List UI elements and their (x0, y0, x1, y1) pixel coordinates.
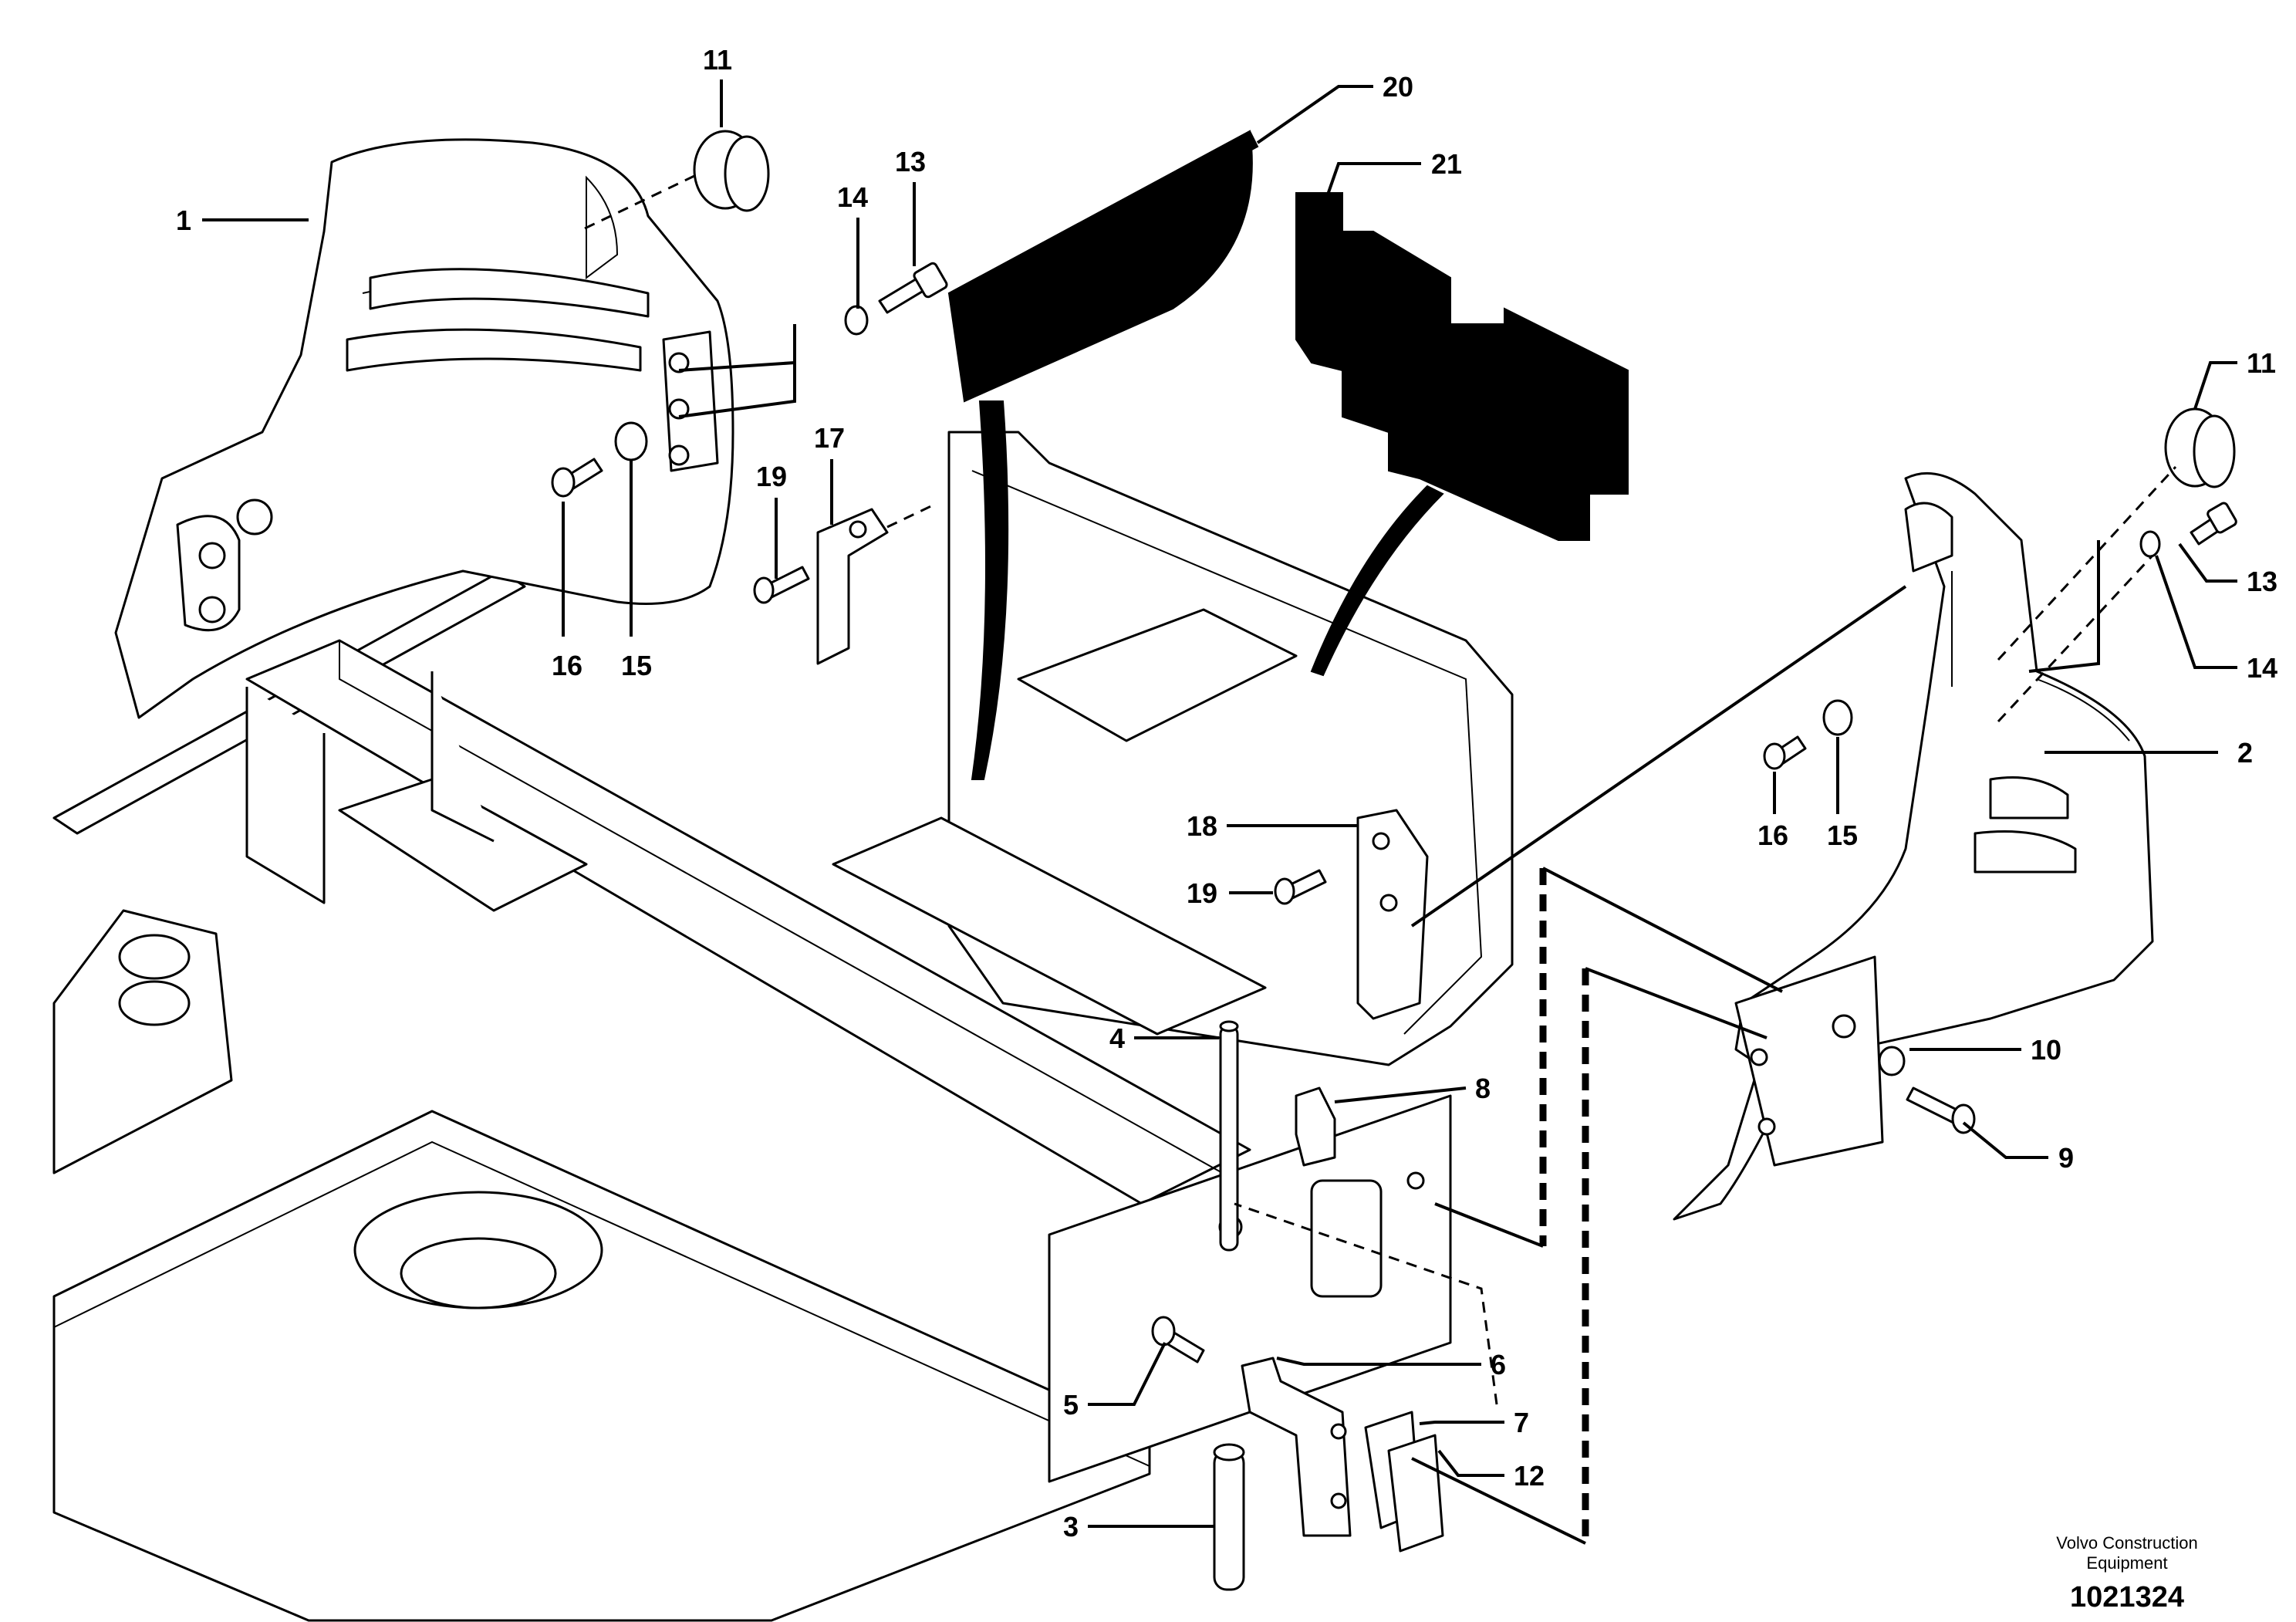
callout-11-left: 11 (703, 44, 732, 76)
callout-14-left: 14 (837, 181, 868, 213)
hardware (551, 130, 2237, 1591)
callout-12: 12 (1514, 1460, 1545, 1492)
credit-line-1: Volvo Construction (2056, 1533, 2197, 1553)
callout-leaders (202, 79, 2237, 1528)
callout-16-right: 16 (1757, 819, 1788, 851)
part-1-left-cover (114, 138, 734, 719)
callout-3: 3 (1063, 1511, 1079, 1543)
credit-line-2: Equipment (2086, 1553, 2167, 1573)
callout-8: 8 (1475, 1073, 1491, 1104)
part-21-insulation-pad (1295, 192, 1629, 677)
callout-19-mid: 19 (1187, 877, 1217, 909)
callout-4: 4 (1109, 1022, 1125, 1054)
document-id: 1021324 (2070, 1581, 2184, 1614)
part-20-insulation-pad (947, 130, 1259, 780)
assembly-lines (584, 174, 2177, 1545)
callout-labels: 1 11 13 14 17 19 16 15 20 21 11 13 14 2 … (176, 44, 2277, 1543)
callout-21: 21 (1431, 148, 1462, 180)
callout-13-right: 13 (2247, 566, 2277, 597)
callout-15-right: 15 (1827, 819, 1858, 851)
callout-18: 18 (1187, 810, 1217, 842)
callout-13-left: 13 (895, 146, 926, 177)
callout-20: 20 (1383, 71, 1413, 103)
callout-10: 10 (2031, 1034, 2061, 1066)
callout-15-left: 15 (621, 650, 652, 681)
callout-5: 5 (1063, 1389, 1079, 1421)
part-2-right-cover (1673, 471, 2154, 1221)
credit-block: Volvo Construction Equipment 1021324 (2056, 1533, 2197, 1614)
callout-7: 7 (1514, 1407, 1529, 1438)
callout-11-right: 11 (2247, 347, 2276, 379)
callout-19-top: 19 (756, 461, 787, 492)
callout-14-right: 14 (2247, 652, 2277, 684)
callout-17: 17 (814, 422, 845, 454)
callout-16-left: 16 (552, 650, 582, 681)
upper-frame (52, 431, 1514, 1622)
callout-2: 2 (2237, 737, 2253, 769)
callout-9: 9 (2058, 1142, 2074, 1174)
callout-6: 6 (1491, 1349, 1506, 1380)
callout-1: 1 (176, 204, 191, 236)
